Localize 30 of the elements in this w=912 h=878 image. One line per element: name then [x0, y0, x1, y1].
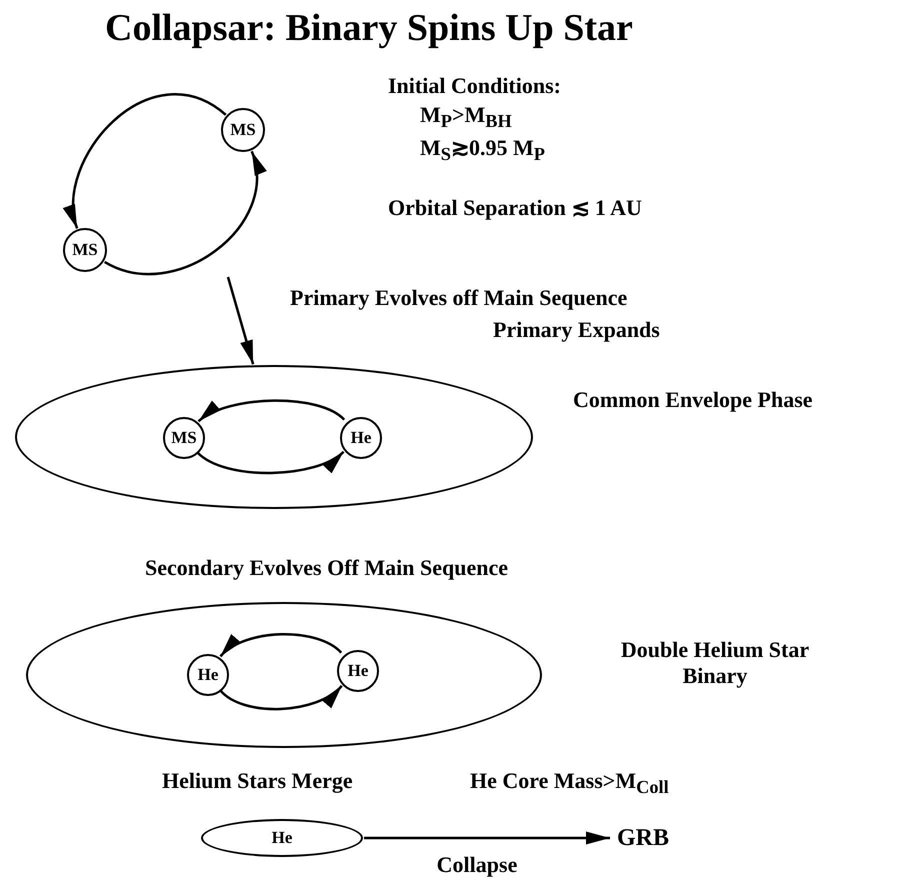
orbit-arrow [198, 399, 346, 422]
star-circle: MS [63, 228, 107, 272]
note-text: M$_{S}$≳0.95 M$_{P}$ [420, 134, 545, 166]
arrow [364, 832, 610, 844]
note-text: Common Envelope Phase [573, 387, 813, 413]
note-text: M$_{P}$>M$_{BH}$ [420, 102, 512, 132]
envelope-ellipse [26, 602, 542, 748]
note-text: Initial Conditions: [388, 73, 561, 99]
orbit-arrow [66, 94, 226, 229]
star-circle: MS [221, 108, 265, 152]
orbit-arrow [104, 150, 264, 276]
star-circle: MS [163, 417, 205, 459]
star-circle: He [187, 654, 229, 696]
note-text: He Core Mass>M$_{Coll}$ [470, 768, 669, 798]
note-text: Helium Stars Merge [162, 768, 353, 794]
note-text: Primary Expands [493, 317, 660, 343]
arrow [226, 276, 254, 365]
note-text: Secondary Evolves Off Main Sequence [145, 555, 508, 581]
envelope-ellipse [15, 365, 533, 509]
star-circle: He [337, 650, 379, 692]
merged-star-ellipse: He [201, 819, 363, 857]
note-text: Orbital Separation ≲ 1 AU [388, 195, 642, 221]
star-circle: He [340, 417, 382, 459]
note-text: Double Helium Star Binary [620, 637, 810, 689]
orbit-arrow [219, 684, 343, 710]
note-text: Primary Evolves off Main Sequence [290, 285, 628, 311]
orbit-arrow [220, 633, 342, 658]
outcome-label: GRB [611, 822, 675, 854]
orbit-arrow [196, 450, 344, 474]
title: Collapsar: Binary Spins Up Star [105, 6, 633, 50]
